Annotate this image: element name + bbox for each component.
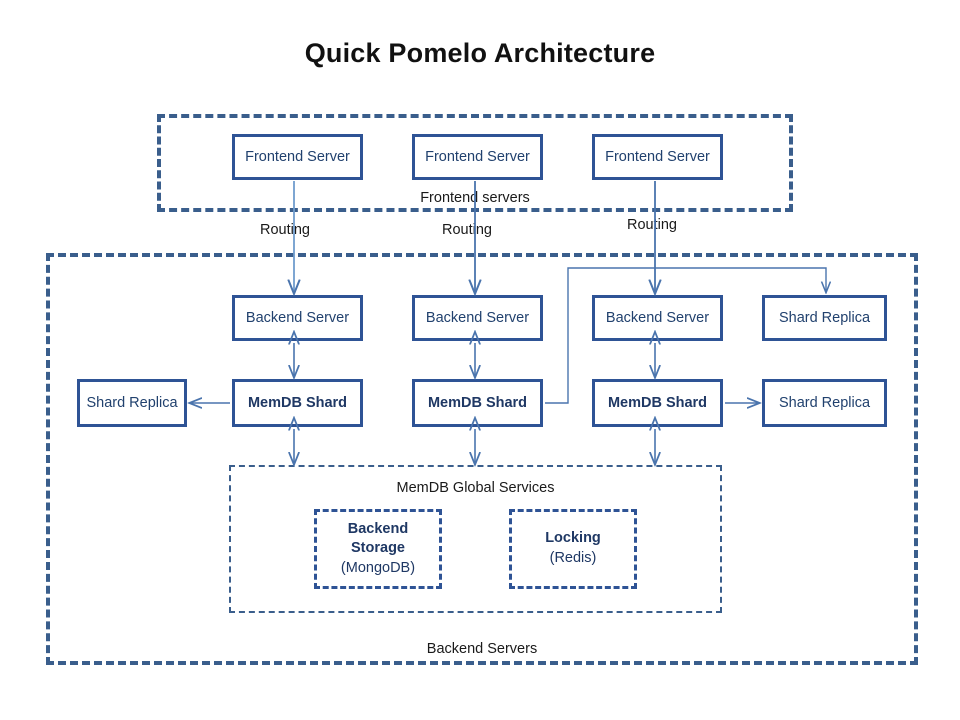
routing-label-3: Routing bbox=[627, 217, 677, 233]
shard-replica-right-label: Shard Replica bbox=[778, 394, 871, 411]
backend-storage-line-1: Backend bbox=[347, 520, 409, 537]
locking-line-1: Locking bbox=[545, 530, 601, 547]
frontend-servers-group-label: Frontend servers bbox=[420, 190, 530, 206]
page-title: Quick Pomelo Architecture bbox=[304, 38, 656, 68]
backend-server-2-label: Backend Server bbox=[425, 309, 530, 326]
shard-replica-left[interactable]: Shard Replica bbox=[77, 379, 187, 427]
memdb-shard-2[interactable]: MemDB Shard bbox=[412, 379, 543, 427]
frontend-server-3-label: Frontend Server bbox=[605, 148, 710, 165]
shard-replica-right[interactable]: Shard Replica bbox=[762, 379, 887, 427]
backend-servers-group-label: Backend Servers bbox=[426, 641, 538, 657]
backend-storage-line-2: Storage bbox=[351, 540, 405, 557]
backend-storage-service[interactable]: Backend Storage (MongoDB) bbox=[314, 509, 442, 589]
routing-label-1: Routing bbox=[260, 222, 310, 238]
backend-server-3-label: Backend Server bbox=[605, 309, 710, 326]
memdb-shard-2-label: MemDB Shard bbox=[427, 394, 528, 411]
shard-replica-left-label: Shard Replica bbox=[86, 394, 178, 411]
locking-sub: (Redis) bbox=[549, 550, 597, 566]
backend-storage-sub: (MongoDB) bbox=[340, 559, 416, 576]
memdb-shard-3-label: MemDB Shard bbox=[607, 394, 708, 411]
shard-replica-top-right-label: Shard Replica bbox=[778, 309, 871, 326]
memdb-shard-1-label: MemDB Shard bbox=[247, 394, 348, 411]
frontend-server-1[interactable]: Frontend Server bbox=[232, 134, 363, 180]
shard-replica-top-right[interactable]: Shard Replica bbox=[762, 295, 887, 341]
frontend-server-1-label: Frontend Server bbox=[245, 148, 350, 165]
frontend-server-2[interactable]: Frontend Server bbox=[412, 134, 543, 180]
backend-server-2[interactable]: Backend Server bbox=[412, 295, 543, 341]
memdb-global-services-group-label: MemDB Global Services bbox=[396, 480, 555, 496]
backend-servers-group bbox=[46, 253, 918, 665]
backend-server-1-label: Backend Server bbox=[245, 309, 350, 326]
frontend-server-2-label: Frontend Server bbox=[425, 148, 530, 165]
memdb-shard-1[interactable]: MemDB Shard bbox=[232, 379, 363, 427]
frontend-server-3[interactable]: Frontend Server bbox=[592, 134, 723, 180]
backend-server-3[interactable]: Backend Server bbox=[592, 295, 723, 341]
locking-service[interactable]: Locking (Redis) bbox=[509, 509, 637, 589]
routing-label-2: Routing bbox=[442, 222, 492, 238]
backend-server-1[interactable]: Backend Server bbox=[232, 295, 363, 341]
memdb-shard-3[interactable]: MemDB Shard bbox=[592, 379, 723, 427]
